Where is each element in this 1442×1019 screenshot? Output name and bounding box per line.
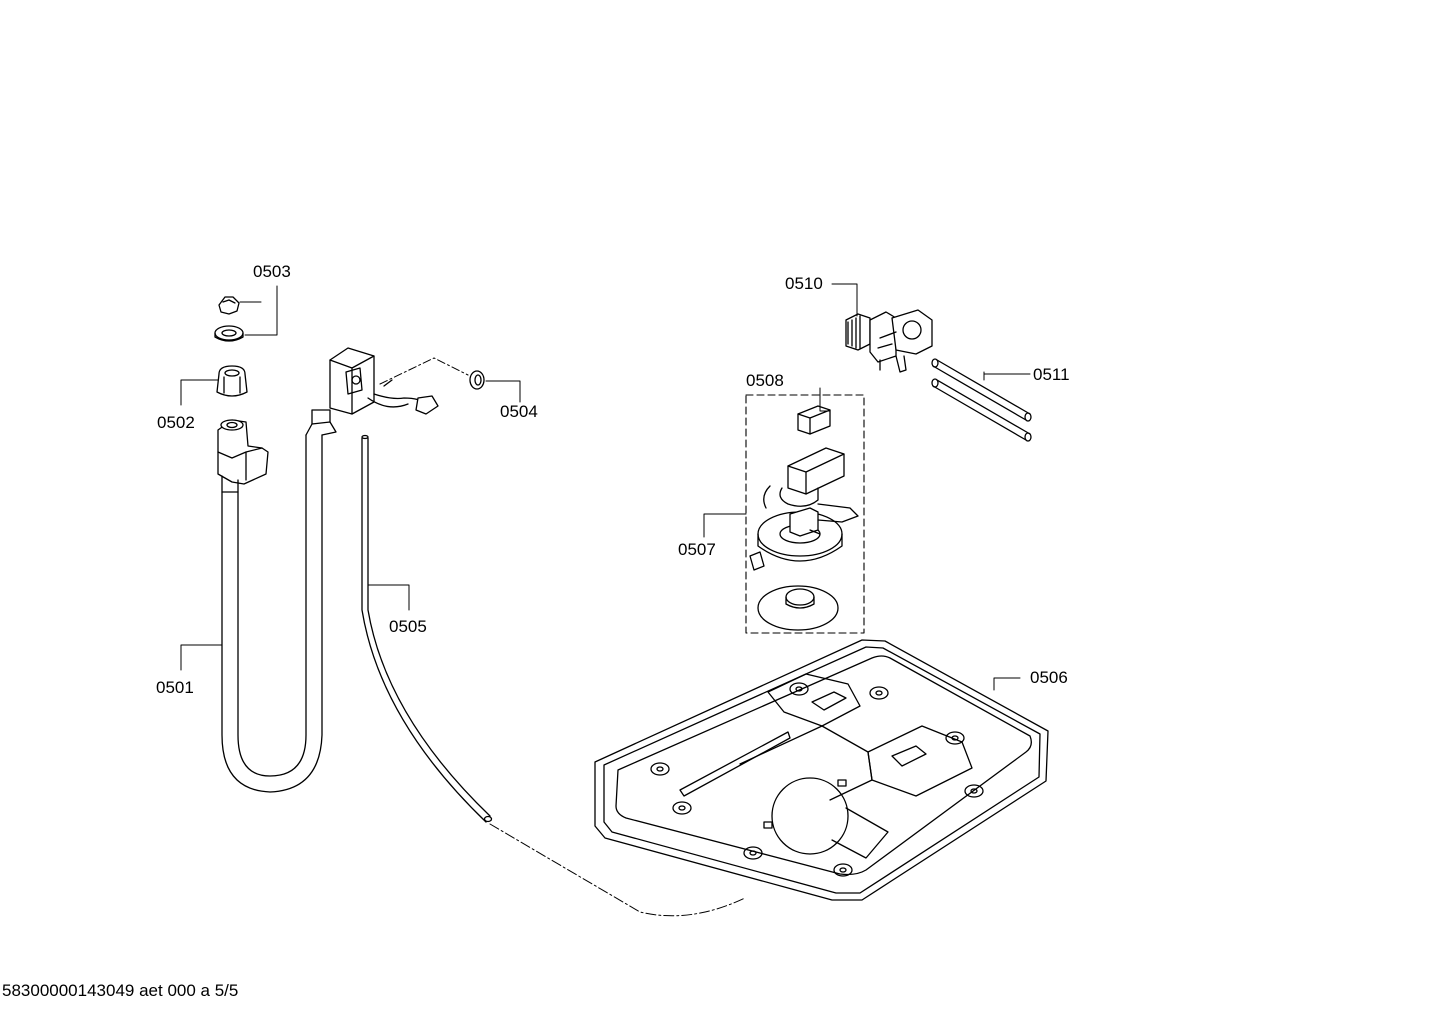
part-0507-pressure-switch <box>749 447 859 571</box>
callout-0508: 0508 <box>746 371 784 390</box>
part-0506-base-tray <box>594 639 1049 901</box>
callout-0507: 0507 <box>678 540 716 559</box>
assembly-0507-dashed-frame <box>745 394 865 634</box>
part-0504-o-ring <box>469 370 485 390</box>
callout-0501: 0501 <box>156 678 194 697</box>
callout-0511: 0511 <box>1033 365 1070 384</box>
part-0503-cap-and-washer <box>214 296 244 342</box>
part-0511-tubes <box>931 358 1032 442</box>
part-0510-valve <box>845 309 933 373</box>
callout-0505: 0505 <box>389 617 427 636</box>
callout-0503: 0503 <box>253 262 291 281</box>
callout-0506: 0506 <box>1030 668 1068 687</box>
part-0501-inlet-hose <box>217 347 439 793</box>
part-0502-nut <box>216 365 248 397</box>
part-0505-drain-hose <box>361 434 493 823</box>
part-0507-membrane <box>757 585 839 631</box>
document-footer: 58300000143049 aet 000 a 5/5 <box>2 981 239 1000</box>
callout-0502: 0502 <box>157 413 195 432</box>
leader-lines <box>180 283 1031 917</box>
callout-0504: 0504 <box>500 402 538 421</box>
callout-0510: 0510 <box>785 274 823 293</box>
part-0508-plug <box>797 405 831 435</box>
